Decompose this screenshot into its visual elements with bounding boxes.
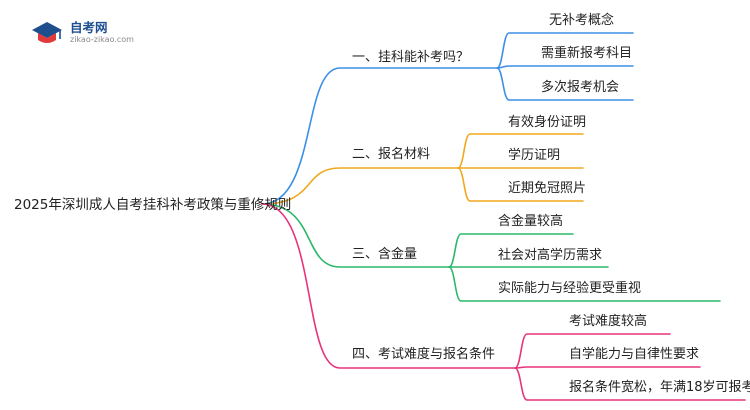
branch-1-item-2-connector <box>496 65 634 69</box>
branch-2-item-2: 学历证明 <box>508 148 561 163</box>
logo-icon <box>32 22 62 43</box>
branch-1-item-1: 无补考概念 <box>549 13 615 28</box>
branch-2-connector <box>261 167 459 205</box>
branch-4-item-3: 报名条件宽松，年满18岁可报考 <box>569 380 750 395</box>
branch-1-item-1-connector <box>496 32 634 69</box>
branch-1-item-3: 多次报考机会 <box>541 80 620 95</box>
branch-3-item-3: 实际能力与经验更受重视 <box>498 281 642 296</box>
branch-3-item-3-connector <box>448 266 721 302</box>
root-node: 2025年深圳成人自考挂科补考政策与重修规则 <box>14 197 292 213</box>
branch-4-item-3-connector <box>514 367 746 401</box>
branch-1-label: 一、挂科能补考吗？ <box>352 50 470 65</box>
branch-4-label: 四、考试难度与报名条件 <box>352 347 496 362</box>
logo-subtitle: zikao-zikao.com <box>70 35 134 44</box>
branch-3-item-1-connector <box>448 233 574 268</box>
logo: 自考网 zikao-zikao.com <box>30 16 134 50</box>
branch-1-item-3-connector <box>496 67 634 101</box>
branch-3-item-2: 社会对高学历需求 <box>498 248 603 263</box>
branch-4-item-2: 自学能力与自律性要求 <box>569 347 700 362</box>
branch-4-item-1: 考试难度较高 <box>569 314 648 329</box>
branch-2-item-3: 近期免冠照片 <box>508 181 587 196</box>
branch-4-item-1-connector <box>514 333 671 369</box>
branch-2-label: 二、报名材料 <box>352 147 431 162</box>
branch-2-item-3-connector <box>457 167 584 202</box>
branch-1-connector <box>261 67 498 205</box>
branch-3-label: 三、含金量 <box>352 247 418 262</box>
branch-1-item-2: 需重新报考科目 <box>541 46 633 61</box>
branch-3-connector <box>261 203 450 268</box>
branch-3-item-1: 含金量较高 <box>498 214 564 229</box>
logo-title: 自考网 <box>70 20 108 35</box>
branch-2-item-1-connector <box>457 133 584 169</box>
branch-4-connector <box>261 203 516 369</box>
branch-4-item-2-connector <box>514 366 701 369</box>
branch-2-item-1: 有效身份证明 <box>508 115 587 130</box>
